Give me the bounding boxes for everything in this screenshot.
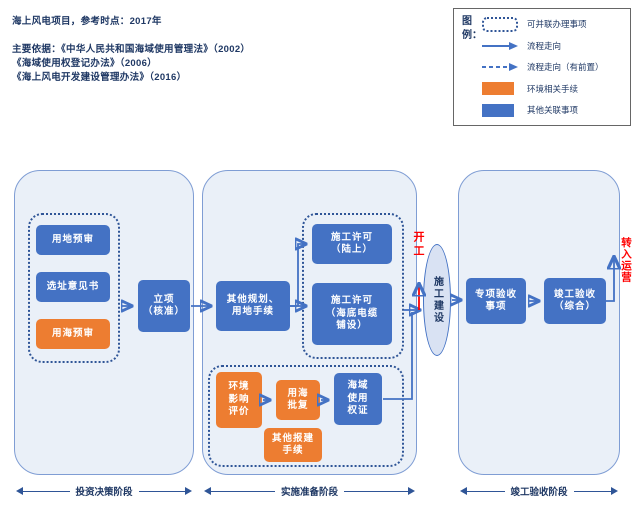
legend-label: 环境相关手续 xyxy=(527,83,579,94)
node-other-filing: 其他报建 手续 xyxy=(264,428,322,462)
node-eia: 环境 影响 评价 xyxy=(216,372,262,428)
legend-row-parallel: 可并联办理事项 xyxy=(482,15,626,33)
legend: 图 例： 可并联办理事项 流程走向 流程走向（有前置） 环境相关手续 xyxy=(453,8,631,126)
dim-arrow-left-icon xyxy=(16,487,23,495)
legend-row-env: 环境相关手续 xyxy=(482,80,626,98)
node-sea-prereview: 用海预审 xyxy=(36,319,110,349)
dim-line xyxy=(344,490,409,492)
legend-items: 可并联办理事项 流程走向 流程走向（有前置） 环境相关手续 其他关联事项 xyxy=(478,15,626,119)
solid-arrow-icon xyxy=(482,40,520,52)
node-project-approval: 立项 （核准） xyxy=(138,280,190,332)
milestone-to-operation: 转入运营 xyxy=(620,237,632,283)
parallel-group-prereview xyxy=(28,213,120,363)
node-special-acceptance: 专项验收 事项 xyxy=(466,278,526,324)
legend-row-flow-pre: 流程走向（有前置） xyxy=(482,58,626,76)
legend-label: 其他关联事项 xyxy=(527,105,579,115)
node-construction-permit-land: 施工许可 （陆上） xyxy=(312,224,392,264)
dim-arrow-right-icon xyxy=(611,487,619,495)
parallel-box-icon xyxy=(482,16,520,32)
dim-line xyxy=(211,490,275,492)
stage2-extent: 实施准备阶段 xyxy=(204,484,416,498)
header-title: 海上风电项目，参考时点：2017年 xyxy=(12,16,162,27)
dim-line xyxy=(573,490,612,492)
dim-arrow-left-icon xyxy=(460,487,467,495)
stage1-label: 投资决策阶段 xyxy=(75,487,133,498)
dim-arrow-left-icon xyxy=(204,487,211,495)
stage3-label: 竣工验收阶段 xyxy=(510,487,568,498)
stage3-extent: 竣工验收阶段 xyxy=(460,484,619,498)
node-construction-permit-cable: 施工许可 （海底电缆 铺设） xyxy=(312,283,392,345)
parallel-group-environment xyxy=(208,365,404,467)
node-final-acceptance: 竣工验收 （综合） xyxy=(544,278,606,324)
header-basis-line1: 主要依据：《中华人民共和国海域使用管理法》（2002） xyxy=(12,44,251,55)
node-other-planning: 其他规划、 用地手续 xyxy=(216,281,290,331)
stage1-extent: 投资决策阶段 xyxy=(16,484,193,498)
dashed-arrow-icon xyxy=(482,61,520,73)
node-land-prereview: 用地预审 xyxy=(36,225,110,255)
legend-label: 流程走向 xyxy=(527,40,562,51)
dim-line xyxy=(138,490,186,492)
other-item-swatch xyxy=(482,103,520,117)
construction-phase-label: 施工建设 xyxy=(431,276,443,324)
legend-title: 图 例： xyxy=(462,16,482,41)
node-sea-use-approval: 用海 批复 xyxy=(276,380,320,420)
construction-phase-ellipse: 施工建设 xyxy=(423,244,451,356)
env-procedure-swatch xyxy=(482,82,520,95)
dim-arrow-right-icon xyxy=(185,487,193,495)
node-site-opinion: 选址意见书 xyxy=(36,272,110,302)
node-sea-use-cert: 海域 使用 权证 xyxy=(334,373,382,425)
header-basis-line2: 《海域使用权登记办法》（2006） xyxy=(12,58,157,69)
stage2-label: 实施准备阶段 xyxy=(281,487,339,498)
milestone-start-construction: 开工 xyxy=(412,231,424,259)
legend-label: 可并联办理事项 xyxy=(527,19,587,29)
dim-line xyxy=(467,490,505,492)
dim-arrow-right-icon xyxy=(408,487,416,495)
header-basis-line3: 《海上风电开发建设管理办法》（2016） xyxy=(12,72,187,83)
legend-label: 流程走向（有前置） xyxy=(527,62,604,72)
legend-row-flow: 流程走向 xyxy=(482,37,626,55)
legend-row-other: 其他关联事项 xyxy=(482,101,626,119)
dim-line xyxy=(23,490,70,492)
